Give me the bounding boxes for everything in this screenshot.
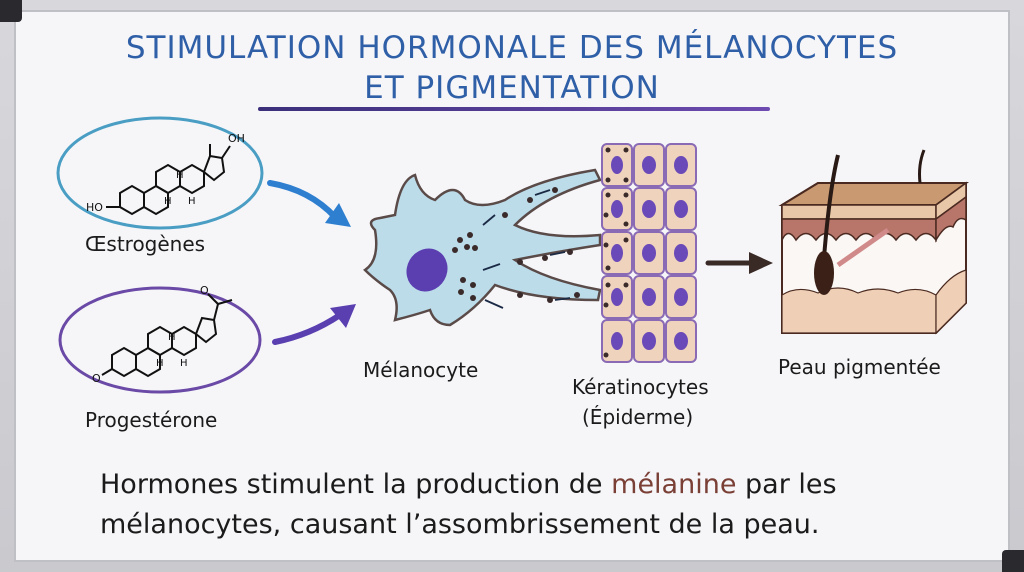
svg-text:H: H	[156, 358, 164, 369]
frame-corner	[0, 0, 22, 22]
arrow-blue-icon	[267, 180, 351, 227]
melanocyte-label: Mélanocyte	[363, 358, 479, 382]
estrogen-label: Œstrogènes	[85, 232, 206, 256]
estrogen-molecule-icon: OH HO H H H	[56, 116, 264, 230]
keratinocytes-icon	[601, 143, 697, 363]
title-line-1: STIMULATION HORMONALE DES MÉLANOCYTES	[125, 30, 899, 66]
keratinocytes-label: Kératinocytes	[572, 375, 709, 399]
melanocyte-cell-icon	[363, 168, 602, 327]
caption-highlight-melanine: mélanine	[611, 469, 737, 500]
svg-text:O: O	[92, 372, 101, 385]
svg-text:OH: OH	[228, 132, 245, 145]
caption: Hormones stimulent la production de méla…	[100, 465, 930, 545]
svg-text:H: H	[168, 332, 176, 343]
arrow-purple-icon	[272, 304, 356, 345]
svg-text:H: H	[180, 358, 188, 369]
caption-part-2: par les mélanocytes, causant l’assombris…	[100, 469, 837, 540]
frame-corner	[1002, 550, 1024, 572]
title-underline	[258, 107, 770, 111]
progesterone-molecule-icon: O O H H H	[58, 284, 262, 394]
svg-text:H: H	[176, 170, 184, 181]
epidermis-label: (Épiderme)	[582, 405, 694, 429]
svg-text:H: H	[164, 196, 172, 207]
skin-cross-section-icon	[778, 149, 970, 335]
skin-label: Peau pigmentée	[778, 355, 941, 379]
svg-text:H: H	[188, 196, 196, 207]
progesterone-label: Progestérone	[85, 408, 218, 432]
arrow-brown-icon	[705, 252, 773, 274]
svg-text:O: O	[200, 284, 209, 297]
title-line-2: ET PIGMENTATION	[364, 70, 660, 106]
caption-part-1: Hormones stimulent la production de	[100, 469, 612, 500]
svg-text:HO: HO	[86, 201, 103, 214]
